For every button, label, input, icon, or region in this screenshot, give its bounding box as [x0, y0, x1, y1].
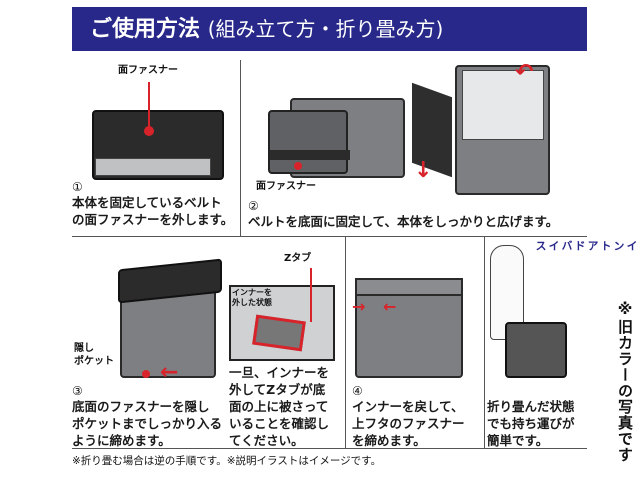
- inset-label: インナーを: [232, 288, 272, 297]
- side-note: ※旧カラーの写真です: [616, 300, 634, 463]
- divider: [240, 60, 241, 236]
- divider: [345, 237, 346, 448]
- advice-text: 折り畳んだ状態: [487, 399, 575, 414]
- inset-text: いることを確認し: [229, 416, 330, 431]
- pointer-dot: [142, 370, 150, 378]
- inset-text: 外してZタブが底: [229, 382, 326, 397]
- hidden-pocket-label: 隠し: [74, 343, 94, 354]
- inset-text: てください。: [229, 433, 304, 448]
- step-number: ②: [248, 199, 259, 213]
- advice-label: アドバイス: [534, 240, 599, 251]
- step-1-text: の面ファスナーを外します。: [72, 212, 234, 227]
- folded-bag-illustration: [505, 322, 567, 378]
- arrow-left-icon: ←: [160, 360, 179, 385]
- step-3-text: ポケットまでしっかり入る: [72, 416, 223, 431]
- advice-label: ワンポイント: [599, 240, 640, 251]
- step-2-text: ベルトを底面に固定して、本体をしっかりと広げます。: [248, 214, 559, 229]
- step-4-text: インナーを戻して、: [352, 399, 464, 414]
- arrow-right-icon: →: [352, 297, 366, 316]
- curved-arrow-icon: ↶: [515, 60, 534, 85]
- bag-interior: [462, 70, 544, 140]
- step-1-text: 本体を固定しているベルト: [72, 195, 222, 210]
- pointer-dot: [144, 126, 154, 136]
- header-subtitle: (組み立て方・折り畳み方): [207, 17, 444, 41]
- divider: [72, 448, 587, 449]
- inset-text: 一旦、インナーを: [229, 365, 330, 380]
- bag-lid: [355, 278, 463, 296]
- bag-flap: [268, 110, 348, 174]
- section-header: ご使用方法 (組み立て方・折り畳み方): [72, 7, 587, 51]
- step-3-text: 底面のファスナーを隠し: [72, 399, 210, 414]
- divider: [72, 236, 587, 237]
- inset-label: 外した状態: [232, 298, 272, 307]
- step-2-label: 面ファスナー: [256, 181, 316, 192]
- pointer-line: [148, 82, 150, 128]
- step-number: ④: [352, 384, 363, 398]
- step-3-text: ように締めます。: [72, 433, 171, 448]
- z-tab-label: Zタブ: [284, 253, 312, 264]
- step-1-label: 面ファスナー: [118, 65, 178, 76]
- footnote: ※折り畳む場合は逆の手順です。※説明イラストはイメージです。: [72, 455, 382, 467]
- advice-text: 簡単です。: [487, 433, 549, 448]
- step-4-text: 上フタのファスナー: [352, 416, 465, 431]
- folded-bag-bottom: [95, 158, 211, 176]
- arrow-left-icon: ←: [383, 297, 397, 316]
- pointer-line: [310, 268, 312, 322]
- hidden-pocket-label: ポケット: [74, 356, 114, 367]
- belt: [270, 150, 350, 160]
- step-number: ③: [72, 384, 83, 398]
- pointer-dot: [294, 162, 302, 170]
- advice-text: でも持ち運びが: [487, 416, 575, 431]
- inset-text: 面の上に被さって: [229, 399, 329, 414]
- divider: [484, 237, 485, 448]
- curved-arrow-icon: ↓: [414, 158, 433, 183]
- header-title: ご使用方法: [90, 17, 201, 42]
- step-4-text: を締めます。: [352, 433, 426, 448]
- step-number: ①: [72, 180, 83, 194]
